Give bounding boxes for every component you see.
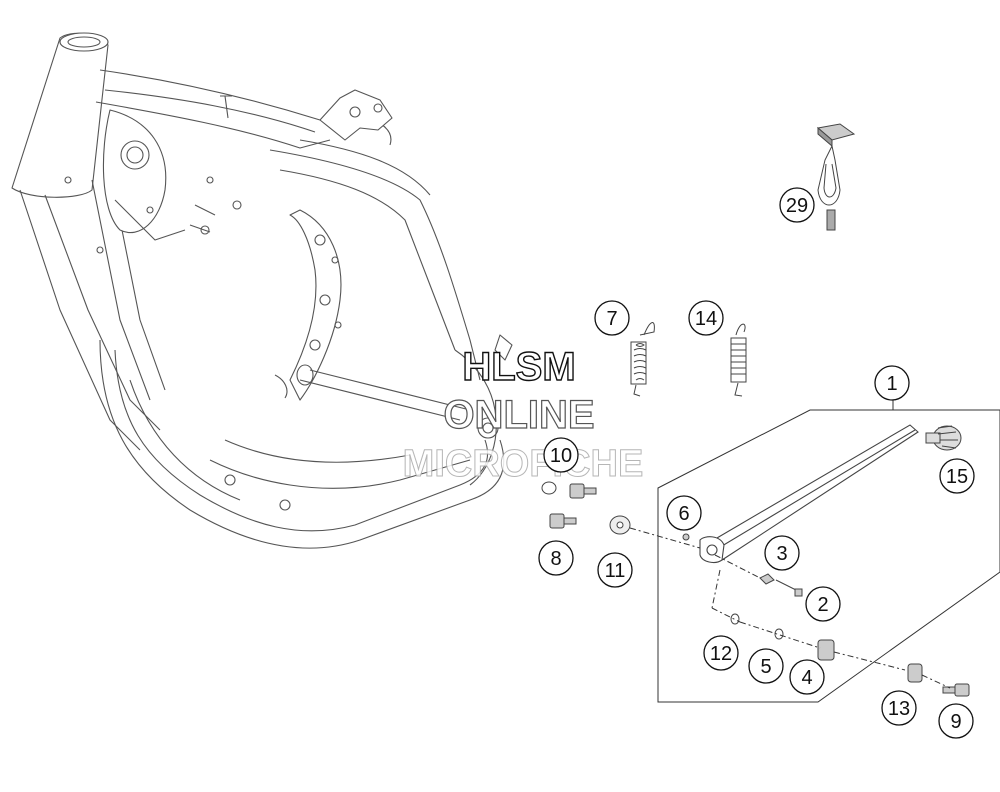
callout-3: 3 [764, 535, 800, 571]
watermark-line3: MICROFICHE [403, 443, 644, 485]
small-parts [541, 481, 970, 697]
watermark: HLSM ONLINE MICROFICHE [402, 344, 644, 485]
callout-29-label: 29 [786, 195, 808, 217]
callout-13-label: 13 [888, 698, 910, 720]
callout-4: 4 [789, 659, 825, 695]
callout-1-label: 1 [886, 373, 897, 395]
callout-13: 13 [881, 690, 917, 726]
callout-7-label: 7 [606, 308, 617, 330]
callout-5-label: 5 [760, 656, 771, 678]
callout-4-label: 4 [801, 667, 812, 689]
callout-10: 10 [543, 437, 579, 473]
callout-3-label: 3 [776, 543, 787, 565]
spring-14 [730, 323, 747, 397]
callout-1: 1 [874, 365, 910, 401]
leader-lines [629, 527, 951, 689]
callout-7: 7 [594, 300, 630, 336]
callout-14: 14 [688, 300, 724, 336]
callout-15: 15 [939, 458, 975, 494]
callout-2-label: 2 [817, 594, 828, 616]
callout-14-label: 14 [695, 308, 717, 330]
spring-7 [630, 322, 655, 397]
callout-12: 12 [703, 635, 739, 671]
callout-8: 8 [538, 540, 574, 576]
callout-9-label: 9 [950, 711, 961, 733]
callout-8-label: 8 [550, 548, 561, 570]
callout-29: 29 [779, 187, 815, 223]
tool-29 [816, 123, 856, 231]
watermark-line2: ONLINE [443, 393, 594, 437]
callout-6: 6 [666, 495, 702, 531]
callout-5: 5 [748, 648, 784, 684]
watermark-line1: HLSM [462, 345, 575, 389]
callout-6-label: 6 [678, 503, 689, 525]
frame-drawing [11, 32, 513, 549]
foot-pad-15 [925, 425, 962, 451]
callout-2: 2 [805, 586, 841, 622]
callout-9: 9 [938, 703, 974, 739]
callout-12-label: 12 [710, 643, 732, 665]
callout-15-label: 15 [946, 466, 968, 488]
callout-11-label: 11 [605, 560, 626, 582]
callout-10-label: 10 [550, 445, 572, 467]
callouts: 1 2 3 4 5 6 7 8 [538, 187, 975, 739]
side-stand [699, 424, 919, 564]
callout-11: 11 [597, 552, 633, 588]
